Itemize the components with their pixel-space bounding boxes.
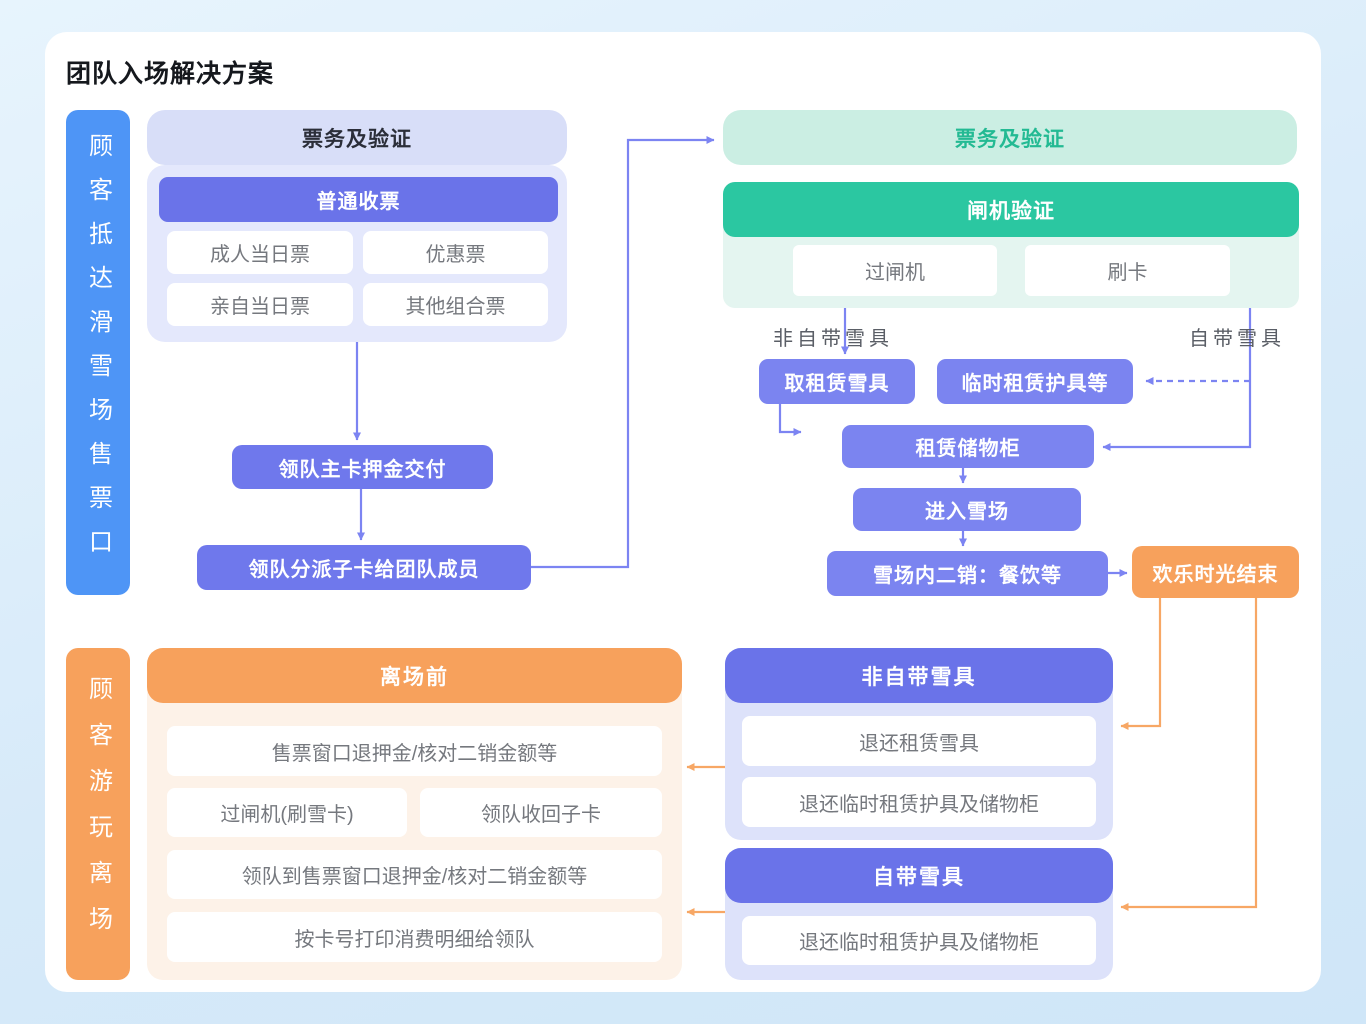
stage-bar-departure: 顾客游玩离场 <box>66 648 130 980</box>
node-happy-time-end: 欢乐时光结束 <box>1132 546 1299 598</box>
departure-item-pass-gate: 过闸机(刷雪卡) <box>167 788 407 837</box>
departure-item-collect-subcards: 领队收回子卡 <box>420 788 662 837</box>
ticket-type-other-combo: 其他组合票 <box>363 283 548 326</box>
ticketing-subheader: 普通收票 <box>159 177 558 222</box>
departure-panel-header: 离场前 <box>147 648 682 703</box>
node-enter-resort: 进入雪场 <box>853 488 1081 531</box>
departure-item-leader-refund: 领队到售票窗口退押金/核对二销金额等 <box>167 850 662 899</box>
return-panel-own-gear-header: 自带雪具 <box>725 848 1113 903</box>
return-item-rental-gear: 退还租赁雪具 <box>742 716 1096 766</box>
step-leader-distribute-cards: 领队分派子卡给团队成员 <box>197 545 531 590</box>
return-panel-rental-header: 非自带雪具 <box>725 648 1113 703</box>
verification-subheader: 闸机验证 <box>723 182 1299 237</box>
step-leader-deposit: 领队主卡押金交付 <box>232 445 493 489</box>
return-item-protective-locker: 退还临时租赁护具及储物柜 <box>742 777 1096 827</box>
node-secondary-sales: 雪场内二销：餐饮等 <box>827 551 1108 596</box>
branch-label-own-gear: 自带雪具 <box>1189 327 1285 350</box>
ticket-type-discount: 优惠票 <box>363 231 548 274</box>
method-pass-gate: 过闸机 <box>793 245 997 296</box>
node-temp-protective-gear: 临时租赁护具等 <box>937 359 1133 404</box>
stage-bar-arrival: 顾客抵达滑雪场售票口 <box>66 110 130 595</box>
node-rent-locker: 租赁储物柜 <box>842 425 1094 468</box>
departure-item-print-details: 按卡号打印消费明细给领队 <box>167 912 662 962</box>
method-swipe-card: 刷卡 <box>1025 245 1230 296</box>
ticket-type-personal-day: 亲自当日票 <box>167 283 353 326</box>
node-pick-rental-gear: 取租赁雪具 <box>759 359 915 404</box>
ticket-type-adult-day: 成人当日票 <box>167 231 353 274</box>
departure-item-refund-window: 售票窗口退押金/核对二销金额等 <box>167 726 662 776</box>
return-item-protective-locker-own: 退还临时租赁护具及储物柜 <box>742 916 1096 965</box>
branch-label-rental: 非自带雪具 <box>773 327 893 350</box>
verification-panel-header: 票务及验证 <box>723 110 1297 165</box>
ticketing-panel-header: 票务及验证 <box>147 110 567 165</box>
page-title: 团队入场解决方案 <box>66 60 275 88</box>
